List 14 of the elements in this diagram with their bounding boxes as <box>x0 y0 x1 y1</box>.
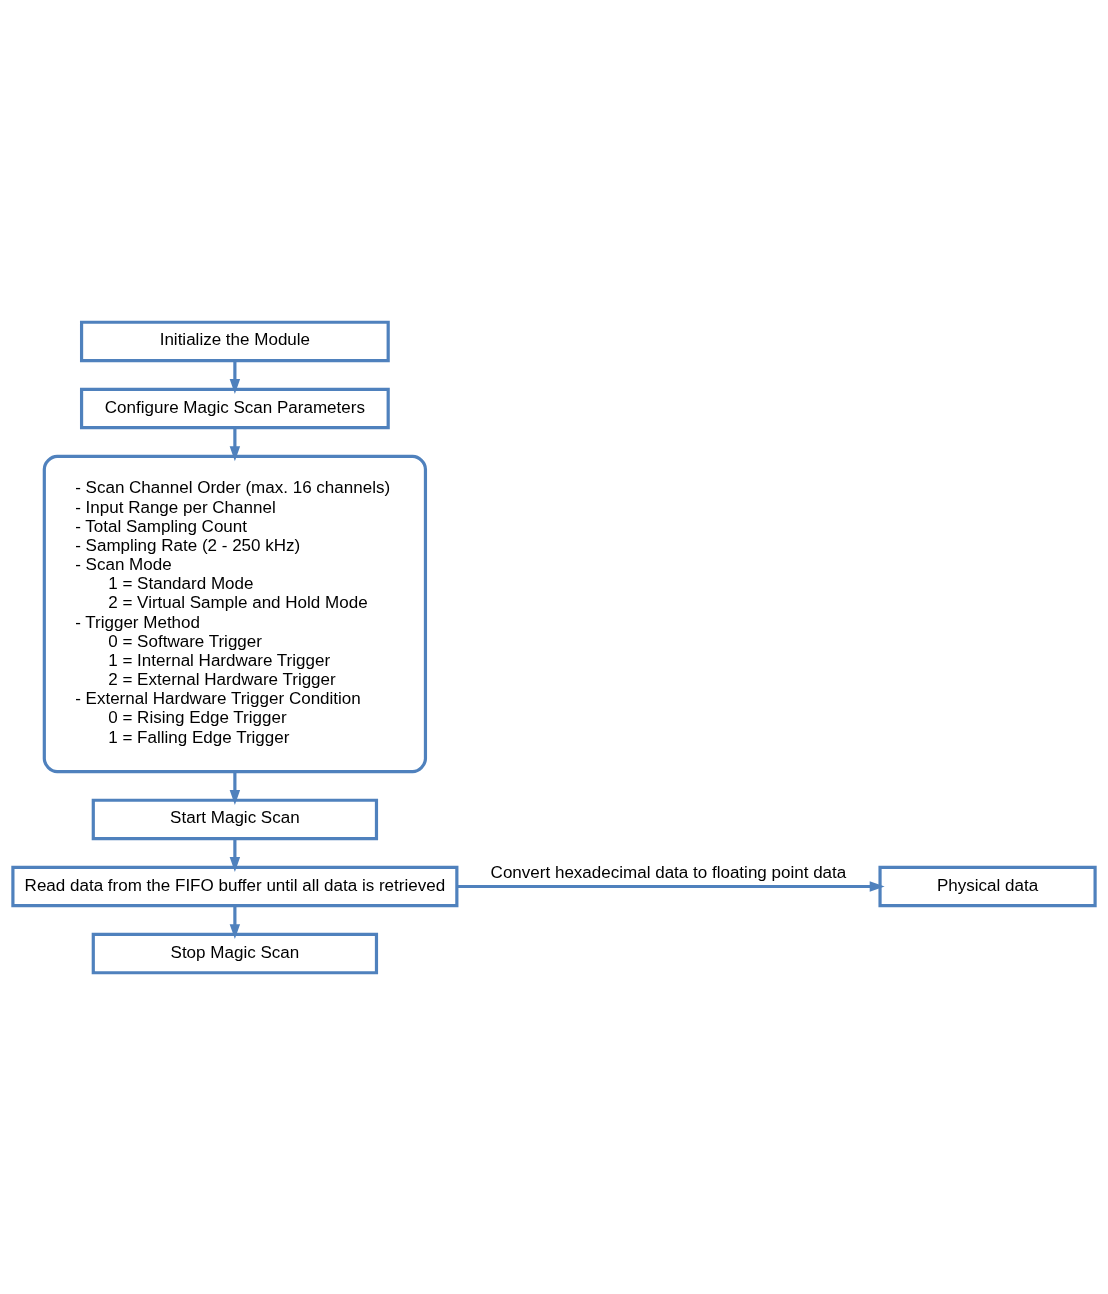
node-box: Initialize the Module <box>79 320 390 362</box>
node-box: Start Magic Scan <box>91 798 379 840</box>
node-box: Configure Magic Scan Parameters <box>79 387 390 429</box>
arrow <box>229 427 241 461</box>
arrow <box>229 771 241 805</box>
node-box: Physical data <box>878 865 1097 907</box>
arrow <box>229 838 241 872</box>
node-box: Stop Magic Scan <box>91 932 379 974</box>
node-box: Read data from the FIFO buffer until all data is retrieved <box>11 865 459 907</box>
arrow <box>457 880 885 892</box>
edge-label: Convert hexadecimal data to floating point data <box>490 862 847 882</box>
node-box: - Scan Channel Order (max. 16 channels) - Input Range per Channel - Total Sampling Count - Sampling Rate (2 - 250 kHz) - Scan Mode 1 = Standard Mode 2 = Virtual Sample and Hold Mode - Trigger Method 0 = Software Trigger 1 = Internal Hardware Trigger 2 = External Hardware Trigger - External Hardware Trigger Condition 0 = Rising Edge Trigger 1 = Falling Edge Trigger <box>42 454 428 773</box>
arrow <box>229 905 241 939</box>
arrow <box>229 360 241 394</box>
